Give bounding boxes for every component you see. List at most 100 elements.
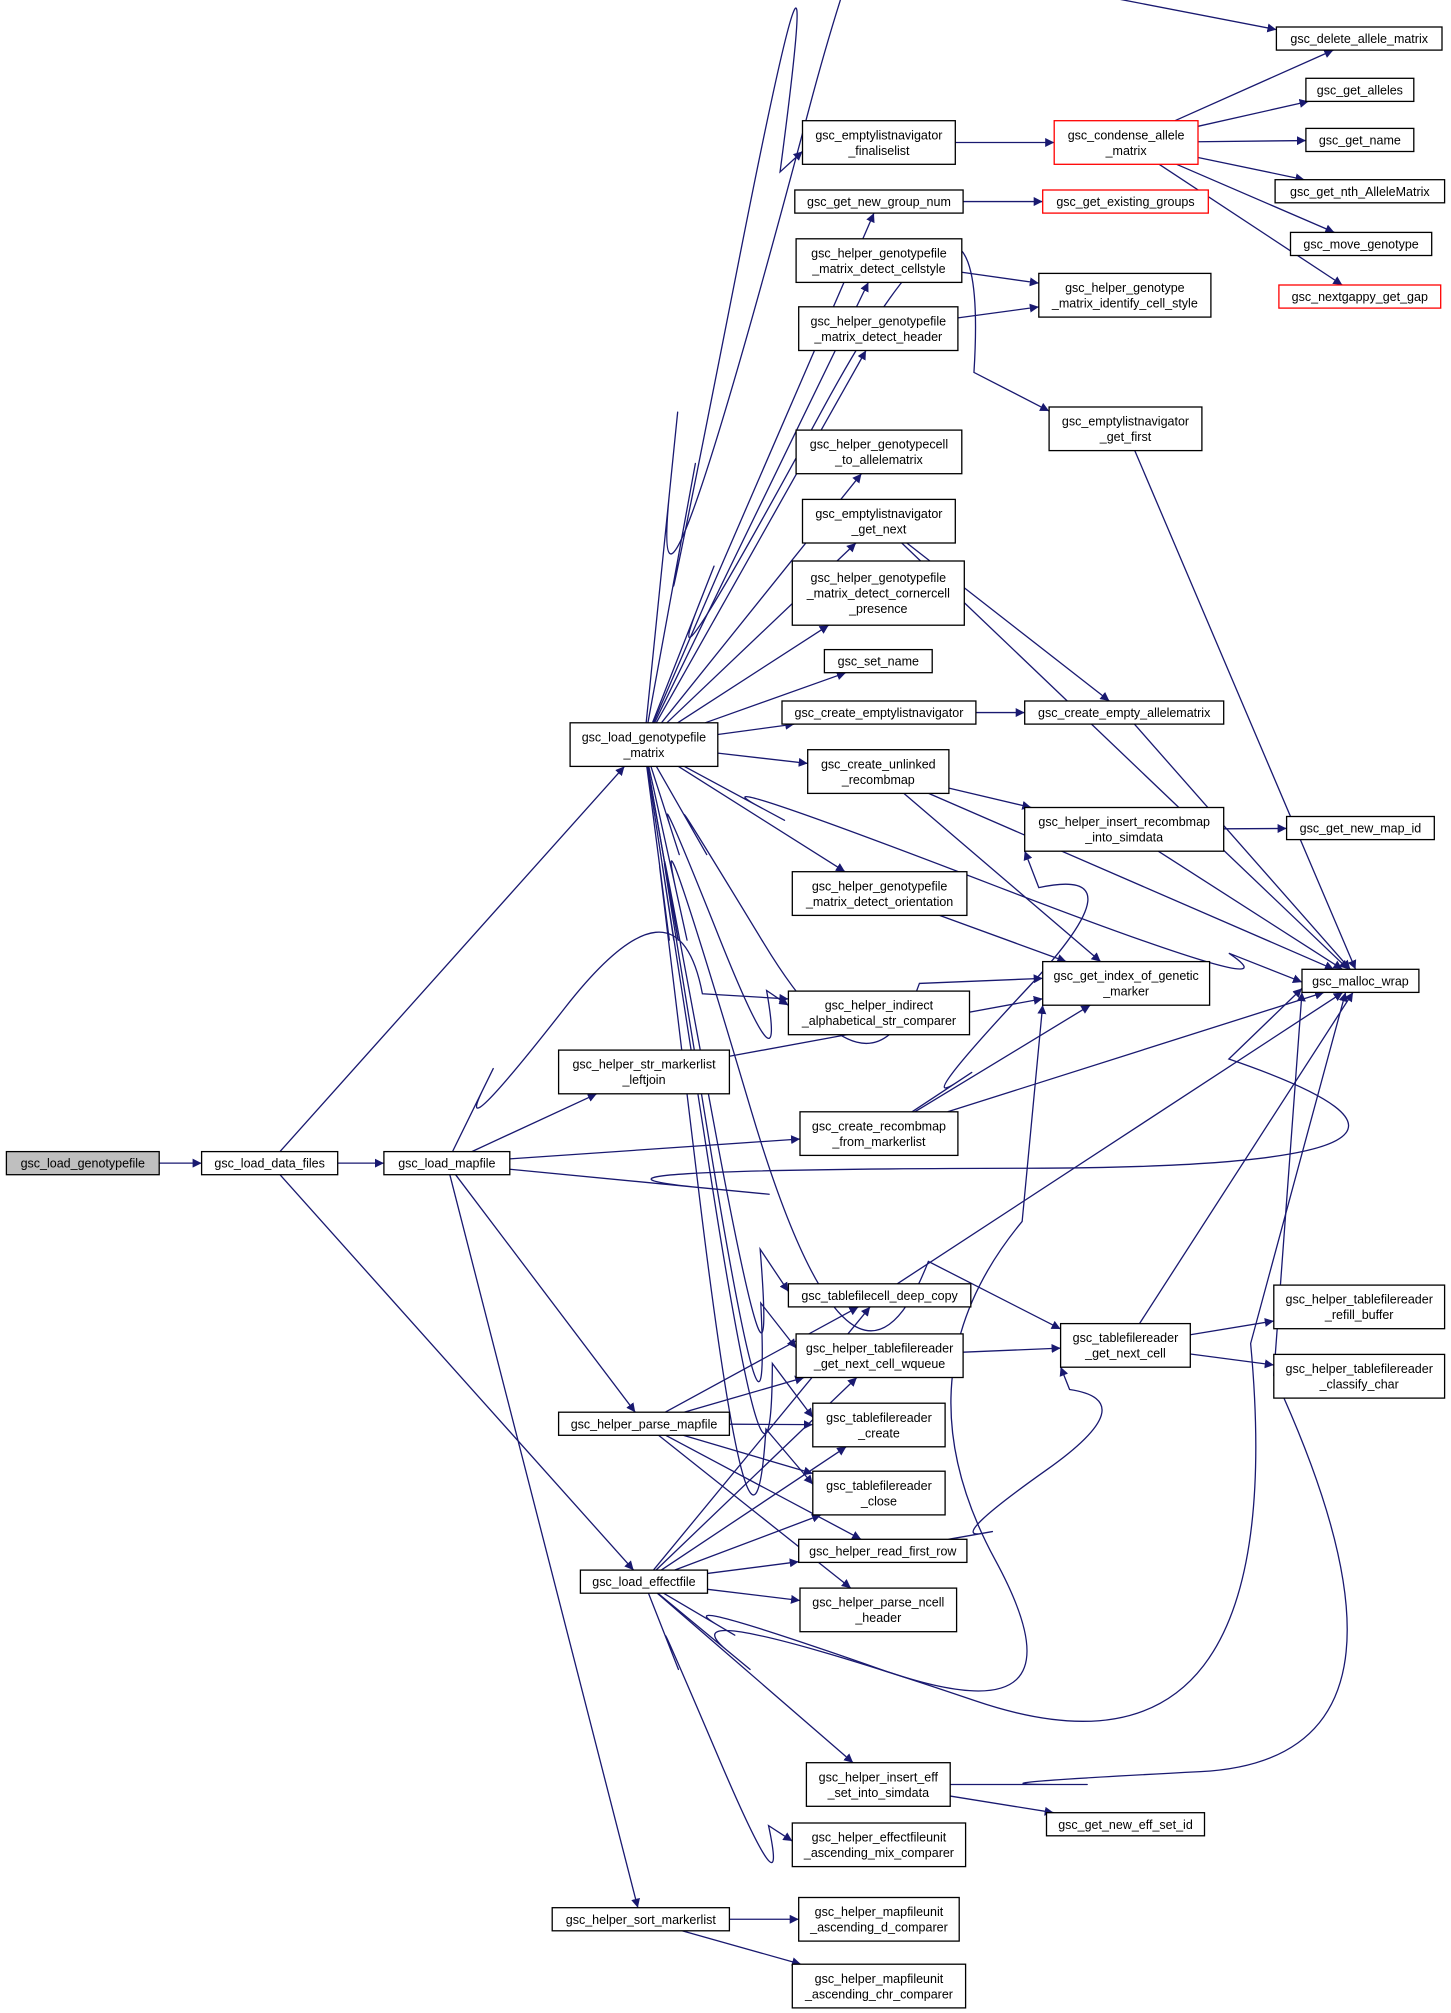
node-label: gsc_get_alleles [1317, 83, 1403, 97]
edge-condense-allele-matrix-to-get-name [1197, 136, 1306, 146]
node-box [1305, 77, 1415, 103]
node-helper-genotype-matrix-identify-cell-style[interactable]: gsc_helper_genotype_matrix_identify_cell… [1038, 272, 1212, 318]
node-label: gsc_get_existing_groups [1056, 195, 1194, 209]
node-label: _into_simdata [1084, 831, 1163, 845]
node-label: gsc_load_genotypefile [21, 1157, 145, 1171]
edge-line [707, 1558, 799, 1575]
node-tablefilereader-get-next-cell[interactable]: gsc_tablefilereader_get_next_cell [1059, 1322, 1191, 1368]
node-move-genotype[interactable]: gsc_move_genotype [1289, 231, 1433, 257]
edge-load-genotypefile-matrix-to-helper-tablefilereader-get-next-cell-wqueue [647, 766, 797, 1383]
node-emptylistnavigator-finaliselist[interactable]: gsc_emptylistnavigator_finaliselist [801, 120, 956, 165]
edge-line [646, 766, 814, 1435]
node-label: _ascending_mix_comparer [803, 1846, 954, 1860]
node-create-empty-allelematrix[interactable]: gsc_create_empty_allelematrix [1024, 700, 1225, 725]
node-helper-genotypefile-matrix-detect-orientation[interactable]: gsc_helper_genotypefile_matrix_detect_or… [791, 871, 968, 917]
node-helper-insert-recombmap-into-simdata[interactable]: gsc_helper_insert_recombmap _into_simdata [1024, 806, 1225, 852]
edge-line [665, 1434, 862, 1540]
node-label: gsc_emptylistnavigator [1062, 415, 1189, 429]
node-helper-genotypefile-matrix-detect-cornercell-presence[interactable]: gsc_helper_genotypefile_matrix_detect_co… [791, 560, 965, 626]
edge-condense-allele-matrix-to-nextgappy-get-gap [1158, 163, 1343, 286]
node-load-effectfile[interactable]: gsc_load_effectfile [579, 1569, 709, 1594]
node-label: gsc_get_new_eff_set_id [1058, 1818, 1193, 1832]
node-helper-insert-eff-set-into-simdata[interactable]: gsc_helper_insert_eff_set_into_simdata [805, 1762, 951, 1807]
node-load-genotypefile[interactable]: gsc_load_genotypefile [5, 1150, 160, 1176]
node-helper-read-first-row[interactable]: gsc_helper_read_first_row [798, 1538, 968, 1564]
node-helper-genotypefile-matrix-detect-header[interactable]: gsc_helper_genotypefile_matrix_detect_he… [798, 306, 959, 352]
node-get-existing-groups[interactable]: gsc_get_existing_groups [1042, 189, 1209, 214]
edge-helper-parse-mapfile-to-helper-read-first-row [665, 1434, 862, 1540]
edge-load-genotypefile-matrix-to-delete-allele-matrix [645, 0, 1277, 723]
edge-tablefilereader-get-next-cell-to-helper-tablefilereader-classify-char [1190, 1353, 1274, 1369]
node-tablefilereader-close[interactable]: gsc_tablefilereader_close [812, 1470, 946, 1516]
node-nextgappy-get-gap[interactable]: gsc_nextgappy_get_gap [1278, 284, 1442, 309]
node-get-new-map-id[interactable]: gsc_get_new_map_id [1285, 815, 1435, 841]
node-label: gsc_emptylistnavigator [815, 128, 942, 142]
node-helper-str-markerlist-leftjoin[interactable]: gsc_helper_str_markerlist_leftjoin [557, 1049, 731, 1095]
edge-create-unlinked-recombmap-to-get-index-of-genetic-marker [903, 792, 1102, 963]
edge-line [928, 792, 1335, 970]
node-delete-allele-matrix[interactable]: gsc_delete_allele_matrix [1275, 26, 1443, 51]
node-label: _set_into_simdata [827, 1786, 930, 1800]
node-create-unlinked-recombmap[interactable]: gsc_create_unlinked_recombmap [807, 749, 950, 795]
node-label: gsc_get_name [1319, 133, 1401, 147]
node-box [801, 498, 956, 544]
node-label: _to_allelematrix [834, 453, 923, 467]
edge-line [704, 671, 847, 724]
edge-helper-genotypefile-matrix-detect-header-to-helper-genotype-matrix-identify-cell-style [957, 303, 1039, 319]
node-label: gsc_get_new_group_num [807, 195, 951, 209]
node-condense-allele-matrix[interactable]: gsc_condense_allele_matrix [1053, 120, 1199, 165]
node-load-genotypefile-matrix[interactable]: gsc_load_genotypefile_matrix [569, 722, 719, 768]
node-tablefilereader-create[interactable]: gsc_tablefilereader_create [812, 1402, 946, 1448]
node-get-nth-AlleleMatrix[interactable]: gsc_get_nth_AlleleMatrix [1274, 179, 1446, 204]
node-get-new-group-num[interactable]: gsc_get_new_group_num [794, 189, 964, 214]
node-label: gsc_helper_str_markerlist [572, 1058, 716, 1072]
node-load-mapfile[interactable]: gsc_load_mapfile [383, 1150, 511, 1176]
edge-line [471, 1093, 598, 1153]
node-tablefilecell-deep-copy[interactable]: gsc_tablefilecell_deep_copy [787, 1283, 972, 1308]
node-emptylistnavigator-get-next[interactable]: gsc_emptylistnavigator_get_next [801, 498, 956, 544]
node-helper-sort-markerlist[interactable]: gsc_helper_sort_markerlist [551, 1907, 731, 1932]
node-box [557, 1411, 731, 1436]
node-helper-genotypecell-to-allelematrix[interactable]: gsc_helper_genotypecell_to_allelematrix [795, 429, 963, 475]
edge-line [961, 271, 1039, 287]
node-helper-genotypefile-matrix-detect-cellstyle[interactable]: gsc_helper_genotypefile_matrix_detect_ce… [795, 238, 963, 284]
node-set-name[interactable]: gsc_set_name [823, 648, 933, 674]
node-label: _refill_buffer [1324, 1308, 1394, 1322]
node-helper-tablefilereader-refill-buffer[interactable]: gsc_helper_tablefilereader_refill_buffer [1273, 1284, 1446, 1330]
edge-helper-insert-recombmap-into-simdata-to-malloc-wrap [1157, 850, 1343, 970]
node-label: gsc_load_data_files [214, 1157, 325, 1171]
edge-load-mapfile-to-helper-sort-markerlist [449, 1174, 640, 1908]
node-emptylistnavigator-get-first[interactable]: gsc_emptylistnavigator_get_first [1048, 406, 1203, 452]
node-label: gsc_helper_mapfileunit [815, 1972, 944, 1986]
node-malloc-wrap[interactable]: gsc_malloc_wrap [1301, 968, 1420, 994]
node-get-new-eff-set-id[interactable]: gsc_get_new_eff_set_id [1045, 1812, 1206, 1837]
node-create-emptylistnavigator[interactable]: gsc_create_emptylistnavigator [781, 700, 977, 725]
node-box [1024, 700, 1225, 725]
node-helper-effectfileunit-ascending-mix-comparer[interactable]: gsc_helper_effectfileunit_ascending_mix_… [791, 1822, 967, 1868]
edge-condense-allele-matrix-to-move-genotype [1176, 163, 1335, 233]
node-helper-indirect-alphabetical-str-comparer[interactable]: gsc_helper_indirect_alphabetical_str_com… [787, 990, 971, 1036]
edge-line [279, 765, 625, 1153]
node-label: gsc_helper_insert_recombmap [1038, 815, 1210, 829]
node-helper-tablefilereader-get-next-cell-wqueue[interactable]: gsc_helper_tablefilereader_get_next_cell… [795, 1333, 964, 1379]
edge-line [1190, 1353, 1274, 1369]
node-get-alleles[interactable]: gsc_get_alleles [1305, 77, 1415, 103]
node-get-name[interactable]: gsc_get_name [1305, 127, 1415, 153]
edge-create-recombmap-from-markerlist-to-malloc-wrap [947, 990, 1325, 1113]
node-helper-tablefilereader-classify-char[interactable]: gsc_helper_tablefilereader_classify_char [1273, 1353, 1446, 1399]
edge-line [947, 990, 1325, 1113]
node-box [1305, 127, 1415, 153]
node-load-data-files[interactable]: gsc_load_data_files [200, 1150, 339, 1176]
node-helper-mapfileunit-ascending-chr-comparer[interactable]: gsc_helper_mapfileunit_ascending_chr_com… [791, 1963, 967, 2009]
edge-helper-genotypefile-matrix-detect-orientation-to-get-index-of-genetic-marker [939, 914, 1067, 963]
node-label: _get_next_cell_wqueue [813, 1357, 945, 1371]
node-helper-mapfileunit-ascending-d-comparer[interactable]: gsc_helper_mapfileunit_ascending_d_compa… [798, 1896, 960, 1942]
edge-line [647, 7, 803, 723]
node-get-index-of-genetic-marker[interactable]: gsc_get_index_of_genetic_marker [1042, 960, 1211, 1006]
edge-line [1176, 163, 1335, 233]
node-helper-parse-mapfile[interactable]: gsc_helper_parse_mapfile [557, 1411, 731, 1436]
node-helper-parse-ncell-header[interactable]: gsc_helper_parse_ncell_header [799, 1587, 958, 1633]
node-create-recombmap-from-markerlist[interactable]: gsc_create_recombmap_from_markerlist [799, 1111, 959, 1157]
node-label: gsc_nextgappy_get_gap [1292, 290, 1428, 304]
node-box [1275, 26, 1443, 51]
